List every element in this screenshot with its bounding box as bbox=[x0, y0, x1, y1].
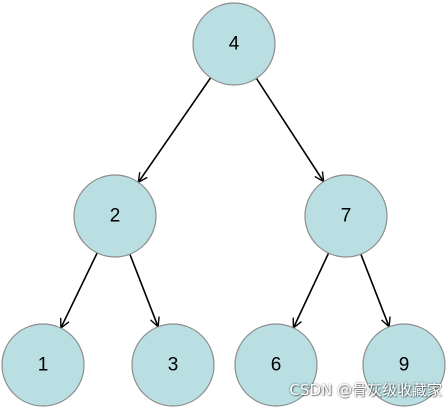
node-label: 3 bbox=[168, 355, 179, 376]
node-label: 9 bbox=[399, 355, 410, 376]
tree-node-1: 1 bbox=[1, 323, 85, 407]
tree-node-4: 4 bbox=[192, 2, 276, 86]
node-circle bbox=[362, 323, 446, 407]
tree-node-9: 9 bbox=[362, 323, 446, 407]
node-circle bbox=[234, 323, 318, 407]
node-circle bbox=[192, 2, 276, 86]
node-circle bbox=[73, 174, 157, 258]
node-circle bbox=[131, 323, 215, 407]
node-label: 2 bbox=[110, 206, 121, 227]
tree-node-7: 7 bbox=[304, 174, 388, 258]
tree-node-3: 3 bbox=[131, 323, 215, 407]
node-label: 7 bbox=[341, 206, 352, 227]
tree-node-6: 6 bbox=[234, 323, 318, 407]
tree-node-2: 2 bbox=[73, 174, 157, 258]
watermark: CSDN @骨灰级收藏家 bbox=[289, 381, 442, 399]
node-circle bbox=[1, 323, 85, 407]
node-circle bbox=[304, 174, 388, 258]
node-label: 6 bbox=[271, 355, 282, 376]
node-label: 1 bbox=[38, 355, 49, 376]
node-label: 4 bbox=[229, 34, 240, 55]
